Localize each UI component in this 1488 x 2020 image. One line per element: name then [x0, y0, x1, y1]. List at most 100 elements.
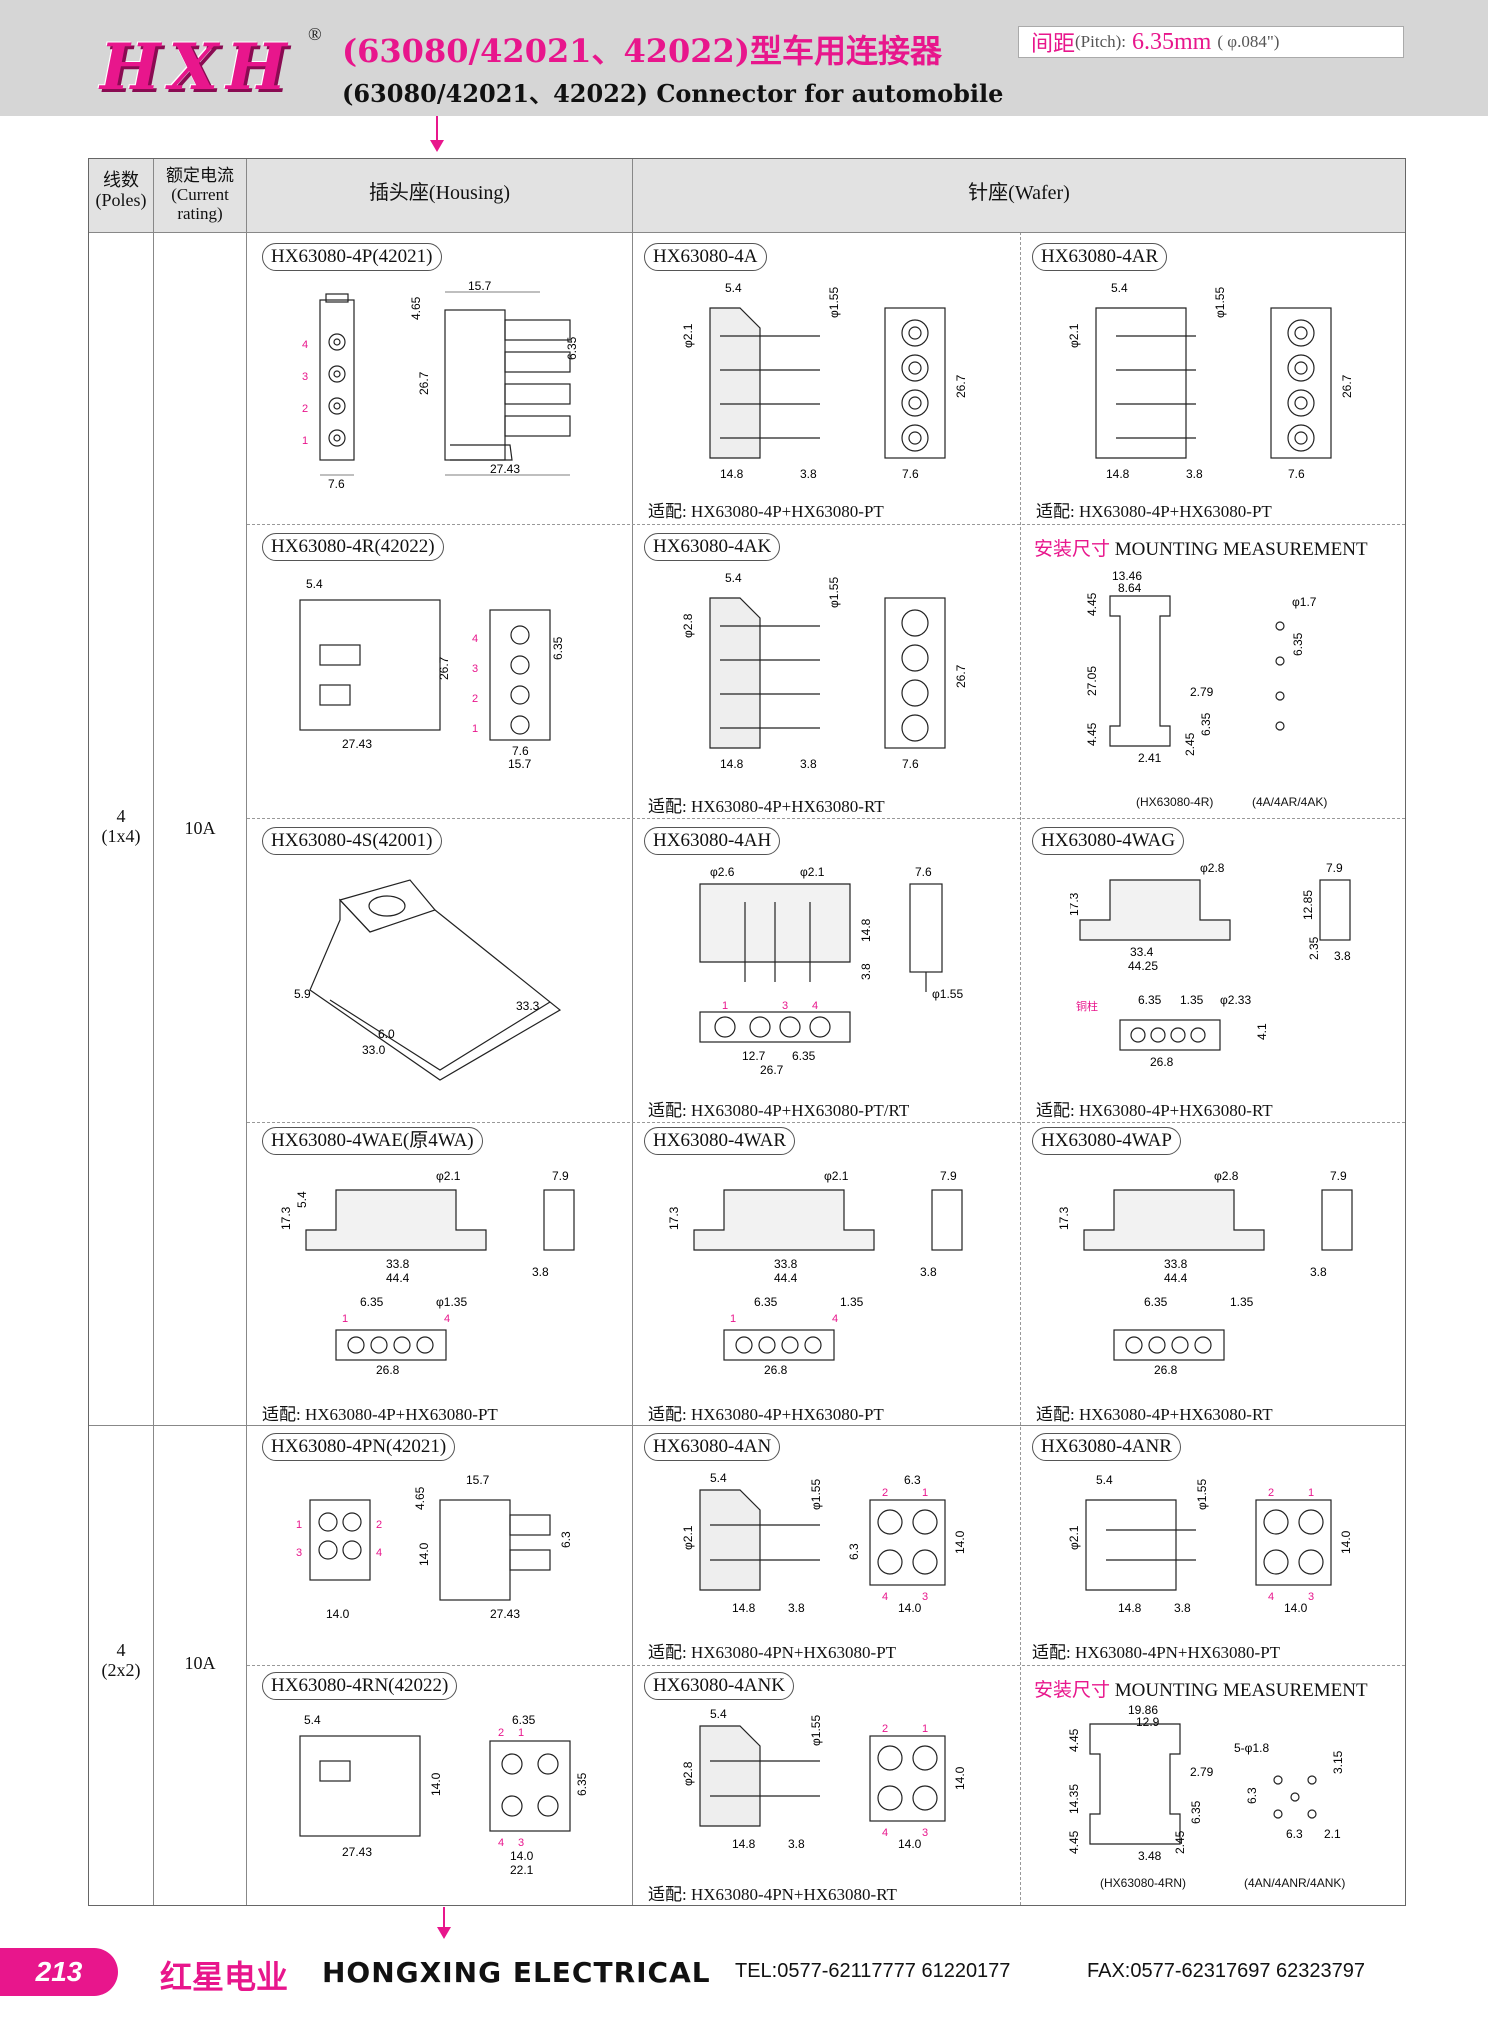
pin-number: 4 [882, 1591, 888, 1603]
dim-label: 27.43 [342, 737, 372, 751]
mounting-note: (HX63080-4R) [1136, 795, 1214, 809]
dim-label: φ2.1 [681, 1525, 695, 1550]
dim-label: φ1.55 [809, 1479, 823, 1510]
dim-label: φ1.55 [1195, 1479, 1209, 1510]
pin-number: 4 [1268, 1591, 1274, 1603]
model-tag: HX63080-4WAG [1032, 827, 1185, 855]
dim-label: φ1.55 [827, 577, 841, 608]
dim-label: 6.35 [575, 1772, 589, 1796]
pin-number: 2 [376, 1519, 382, 1531]
page-title-en: (63080/42021、42022) Connector for automo… [342, 79, 1004, 108]
dim-label: 6.35 [1199, 712, 1213, 736]
dim-label: 6.35 [1138, 993, 1162, 1007]
dim-label: 8.64 [1118, 581, 1142, 595]
pin-number: 1 [296, 1519, 302, 1531]
dim-label: 15.7 [466, 1473, 490, 1487]
arrow-bottom-icon [437, 1927, 451, 1939]
dim-label: 14.0 [1339, 1530, 1353, 1554]
dim-label: 1.35 [1230, 1295, 1254, 1309]
dim-label: 1.35 [840, 1295, 864, 1309]
fit-note: 适配: HX63080-4P+HX63080-RT [1036, 1101, 1273, 1120]
dim-label: 14.0 [898, 1601, 922, 1615]
dim-label: φ1.35 [436, 1295, 467, 1309]
col-housing-header: 插头座(Housing) [368, 182, 511, 204]
pin-number: 4 [498, 1837, 504, 1849]
mounting-measurement-title: 安装尺寸 MOUNTING MEASUREMENT [1034, 539, 1368, 560]
pin-number: 1 [472, 723, 478, 735]
model-tag: HX63080-4AK [644, 533, 781, 561]
dim-label: 15.7 [508, 757, 532, 770]
dim-label: 26.8 [764, 1363, 788, 1377]
pitch-value: 6.35mm [1132, 28, 1212, 55]
dim-label: 3.8 [800, 467, 817, 481]
dim-label: 26.7 [760, 1063, 784, 1077]
dim-label: 26.7 [417, 371, 431, 395]
dim-label: 14.0 [417, 1542, 431, 1566]
dim-label: φ1.55 [1213, 287, 1227, 318]
arrow-top-line [436, 116, 438, 142]
mounting-note: (4AN/4ANR/4ANK) [1244, 1876, 1346, 1890]
model-tag: HX63080-4WAE(原4WA) [262, 1127, 483, 1155]
drawing-4ah-wafer: φ2.6 φ2.1 7.6 14.8 3.8 φ1.55 1 3 4 12.7 … [699, 865, 963, 1077]
dim-label: 5.4 [1111, 281, 1128, 295]
pin-number: 1 [922, 1487, 928, 1499]
dim-label: φ2.1 [824, 1169, 849, 1183]
dim-label: φ2.1 [1067, 323, 1081, 348]
dim-label: 14.8 [1118, 1601, 1142, 1615]
dim-label: 14.8 [732, 1601, 756, 1615]
dim-label: 14.0 [953, 1766, 967, 1790]
drawing-4ar-wafer: 5.4 φ1.55 φ2.1 26.7 14.8 3.8 7.6 [1067, 281, 1354, 481]
dim-label: 33.8 [774, 1257, 798, 1271]
drawing-4wap-wafer: φ2.8 7.9 17.3 33.8 44.4 3.8 6.35 1.35 26… [1057, 1169, 1353, 1377]
dim-label: φ1.55 [932, 987, 963, 1001]
model-tag: HX63080-4PN(42021) [262, 1433, 456, 1461]
pin-number: 3 [922, 1591, 928, 1603]
dim-label: 26.8 [1150, 1055, 1174, 1069]
pitch-inch: ( φ.084") [1217, 32, 1280, 51]
fit-note: 适配: HX63080-4P+HX63080-RT [1036, 1405, 1273, 1424]
pin-number: 3 [302, 371, 308, 383]
dim-label: 7.9 [552, 1169, 569, 1183]
fit-note: 适配: HX63080-4P+HX63080-PT [1036, 502, 1272, 521]
group2-poles: 4(2x2) [101, 1640, 141, 1680]
pin-number: 1 [518, 1727, 524, 1739]
arrow-bottom-line [443, 1907, 445, 1929]
copper-post-label: 铜柱 [1076, 999, 1098, 1013]
dim-label: 17.3 [667, 1206, 681, 1230]
pitch-label-en: (Pitch): [1075, 32, 1127, 51]
dim-label: 5.4 [710, 1471, 727, 1485]
dim-label: 3.8 [788, 1837, 805, 1851]
dim-label: φ2.1 [681, 323, 695, 348]
pin-number: 4 [376, 1547, 382, 1559]
dim-label: 4.1 [1255, 1023, 1269, 1040]
contact-tel: TEL:0577-62117777 61220177 [735, 1960, 1011, 1982]
dim-label: 4.65 [409, 296, 423, 320]
dim-label: 6.35 [1189, 1800, 1203, 1824]
drawing-4r-housing: 5.4 26.7 27.43 6.35 7.6 15.7 4 3 2 1 [299, 577, 565, 770]
drawing-mounting-1x4: 13.46 8.64 φ1.7 4.45 27.05 4.45 6.35 2.7… [1085, 569, 1317, 765]
page-header [0, 0, 1488, 116]
dim-label: 6.35 [1291, 632, 1305, 656]
dim-label: 22.1 [510, 1863, 534, 1877]
pin-number: 3 [472, 663, 478, 675]
dim-label: 7.6 [328, 477, 345, 490]
dim-label: 14.0 [898, 1837, 922, 1851]
dim-label: 44.25 [1128, 959, 1158, 973]
drawing-4war-wafer: φ2.1 7.9 17.3 33.8 44.4 3.8 6.35 1.35 1 … [667, 1169, 963, 1377]
dim-label: 2.79 [1190, 685, 1214, 699]
dim-label: 5.4 [1096, 1473, 1113, 1487]
pin-number: 1 [922, 1723, 928, 1735]
pin-number: 4 [812, 1000, 818, 1012]
dim-label: 26.8 [1154, 1363, 1178, 1377]
dim-label: 27.43 [490, 1607, 520, 1621]
dim-label: 6.3 [559, 1531, 573, 1548]
dim-label: φ1.55 [809, 1715, 823, 1746]
dim-label: 5.4 [306, 577, 323, 591]
dim-label: 26.8 [376, 1363, 400, 1377]
dim-label: 5.4 [304, 1713, 321, 1727]
fit-note: 适配: HX63080-4P+HX63080-RT [648, 797, 885, 816]
dim-label: 6.35 [754, 1295, 778, 1309]
dim-label: 14.0 [953, 1530, 967, 1554]
group2-current: 10A [184, 1653, 216, 1673]
dim-label: φ2.33 [1220, 993, 1251, 1007]
